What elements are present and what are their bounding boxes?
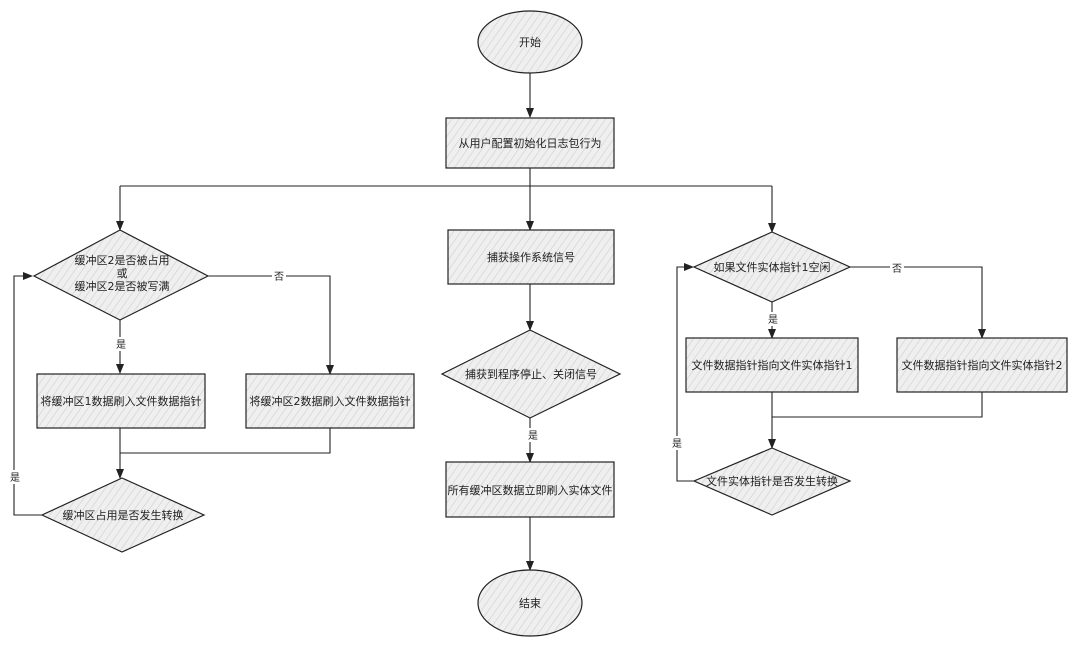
point-pointer2-label: 文件数据指针指向文件实体指针2 (902, 358, 1063, 372)
end-shape (477, 569, 583, 637)
edge-ptr1-no (850, 266, 986, 339)
decision-pointer1-idle-shape (692, 231, 852, 303)
decision-pointer-switch-shape (692, 447, 852, 516)
decision-pointer1-idle: 如果文件实体指针1空闲 (692, 231, 852, 303)
flush-buffer1-shape (36, 373, 206, 429)
label-pointer-switch-yes: 是 (672, 438, 682, 450)
edge-flush2-join (120, 428, 331, 454)
decision-pointer1-idle-label: 如果文件实体指针1空闲 (714, 260, 831, 274)
end-node: 结束 (477, 569, 583, 637)
capture-signal-shape (447, 229, 615, 285)
point-pointer2-process: 文件数据指针指向文件实体指针2 (896, 337, 1068, 393)
capture-signal-process: 捕获操作系统信号 (447, 229, 615, 285)
label-buffer-switch-yes: 是 (10, 472, 20, 484)
init-process: 从用户配置初始化日志包行为 (445, 117, 615, 169)
decision-stop-signal: 捕获到程序停止、关闭信号 (440, 329, 622, 419)
edge-buf2-no (208, 275, 334, 375)
capture-signal-label: 捕获操作系统信号 (487, 250, 575, 264)
edge-switch-ptr-yes (676, 263, 695, 482)
label-buffer2-yes: 是 (116, 339, 126, 351)
decision-buffer2-line3: 缓冲区2是否被写满 (75, 279, 170, 293)
flush-all-process: 所有缓冲区数据立即刷入实体文件 (445, 461, 615, 518)
edge-ptr2-join (772, 392, 983, 418)
nodes: 开始 从用户配置初始化日志包行为 缓冲区2是否被占用 或 缓冲区2是否被写满 将… (32, 10, 1068, 637)
start-node: 开始 (477, 10, 583, 74)
decision-stop-signal-label: 捕获到程序停止、关闭信号 (465, 367, 597, 381)
edge-switch-buf-yes (13, 272, 42, 516)
flush-all-label: 所有缓冲区数据立即刷入实体文件 (448, 483, 613, 497)
point-pointer1-shape (685, 337, 859, 393)
decision-buffer-switch: 缓冲区占用是否发生转换 (40, 477, 206, 553)
label-pointer1-yes: 是 (768, 314, 778, 326)
flush-buffer2-process: 将缓冲区2数据刷入文件数据指针 (245, 373, 415, 429)
start-label: 开始 (519, 35, 541, 49)
decision-buffer2-line1: 缓冲区2是否被占用 (75, 253, 170, 267)
start-shape (477, 10, 583, 74)
decision-pointer-switch-label: 文件实体指针是否发生转换 (706, 474, 838, 488)
flush-buffer2-shape (245, 373, 415, 429)
end-label: 结束 (519, 597, 541, 610)
decision-buffer2-line2: 或 (117, 267, 128, 280)
flush-buffer1-process: 将缓冲区1数据刷入文件数据指针 (36, 373, 206, 429)
flush-buffer2-label: 将缓冲区2数据刷入文件数据指针 (250, 394, 411, 408)
point-pointer1-label: 文件数据指针指向文件实体指针1 (692, 358, 853, 372)
decision-buffer2-shape (32, 229, 210, 321)
init-label: 从用户配置初始化日志包行为 (459, 136, 602, 150)
label-stop-yes: 是 (528, 430, 538, 442)
flush-all-shape (445, 461, 615, 518)
point-pointer2-shape (896, 337, 1068, 393)
decision-buffer-switch-shape (40, 477, 206, 553)
label-pointer1-no: 否 (892, 263, 902, 275)
decision-stop-signal-shape (440, 329, 622, 419)
decision-buffer-switch-label: 缓冲区占用是否发生转换 (63, 508, 184, 522)
flush-buffer1-label: 将缓冲区1数据刷入文件数据指针 (41, 394, 202, 408)
decision-pointer-switch: 文件实体指针是否发生转换 (692, 447, 852, 516)
label-buffer2-no: 否 (274, 271, 284, 283)
edge-labels: 否 是 是 是 否 是 是 (8, 261, 904, 484)
init-shape (445, 117, 615, 169)
decision-buffer2: 缓冲区2是否被占用 或 缓冲区2是否被写满 (32, 229, 210, 321)
point-pointer1-process: 文件数据指针指向文件实体指针1 (685, 337, 859, 393)
